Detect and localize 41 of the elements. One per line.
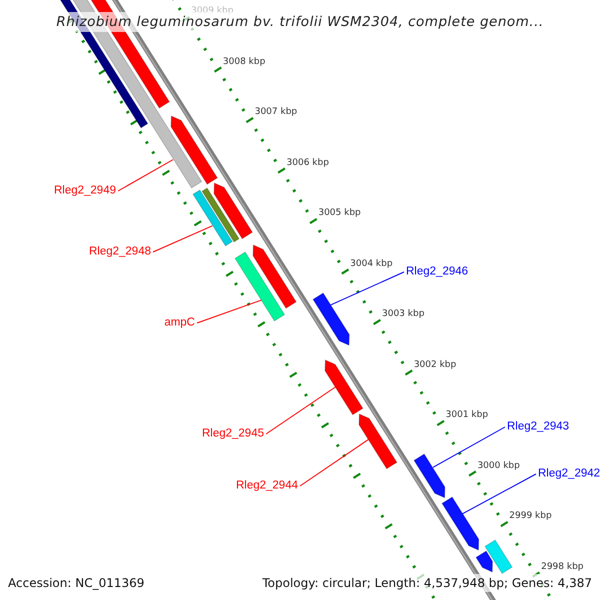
gene-bar [413,452,446,499]
gene-label: Rleg2_2948 [88,245,151,258]
scale-label: 3004 kbp [350,260,393,269]
gene-label: Rleg2_2945 [202,427,264,440]
gene-bar [252,244,297,310]
scale-label: 3005 kbp [318,209,361,218]
gene-bar [192,189,233,248]
scale-label: 2998 kbp [541,562,584,572]
gene-bar [312,292,350,346]
scale-label: 3001 kbp [446,411,488,420]
gene-bar [474,550,494,574]
gene-bar [324,359,364,416]
gene-bar [484,539,514,575]
leader-line [300,439,369,486]
leader-line [432,426,506,468]
genome-info-text: Topology: circular; Length: 4,537,948 bp; Genes: 4,387 [262,574,592,592]
gene-label: Rleg2_2942 [538,467,600,480]
leader-line [330,272,404,306]
scale-label: 3000 kbp [477,462,520,471]
gene-label: Rleg2_2946 [406,265,468,278]
gene-bar [201,186,240,243]
scale-label: 3002 kbp [414,360,456,370]
gene-bar [234,251,286,322]
leader-line [266,386,336,434]
leader-line [462,474,536,514]
gene-label: Rleg2_2944 [236,479,298,492]
gene-label: Rleg2_2949 [54,184,116,196]
gene-label: ampC [164,316,195,328]
scale-label: 3003 kbp [382,310,424,320]
scale-label: 3008 kbp [222,58,266,67]
leader-line [196,300,262,324]
leader-line [152,225,213,252]
gene-bar [170,114,218,186]
leader-line [118,159,174,192]
scale-label: 3007 kbp [254,108,298,118]
gene-bar [212,182,254,240]
gene-bar [358,413,398,470]
gene-label: Rleg2_2943 [507,420,570,432]
scale-label: 2999 kbp [509,512,552,522]
scale-label: 3006 kbp [286,158,329,168]
gene-bar [440,496,480,552]
